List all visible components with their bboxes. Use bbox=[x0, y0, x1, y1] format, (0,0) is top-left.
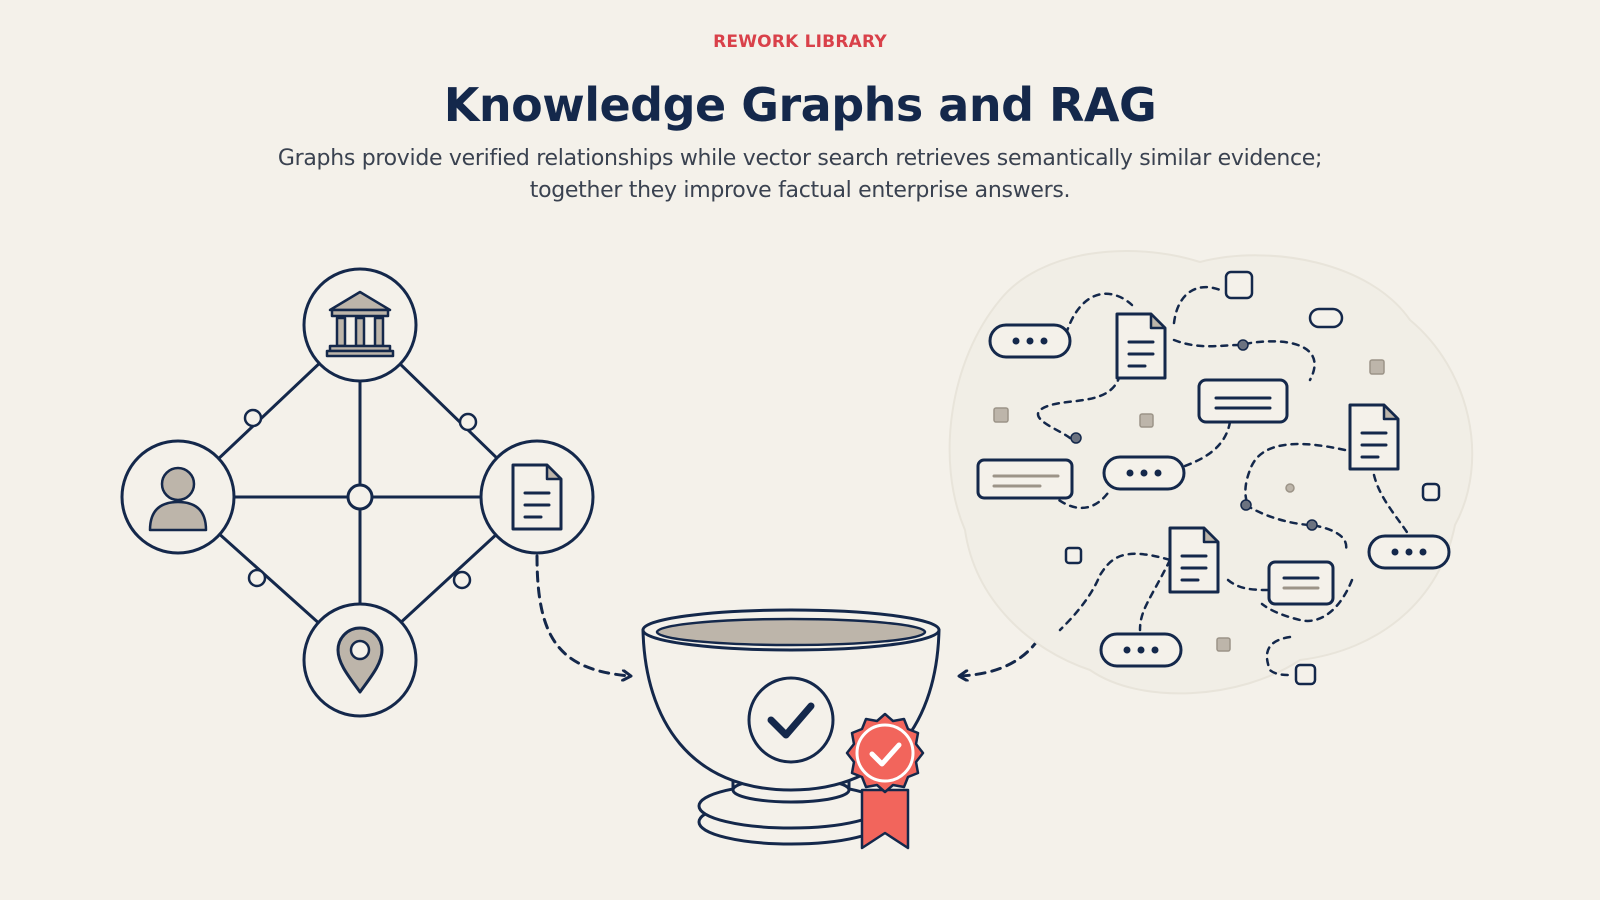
document-icon bbox=[1168, 526, 1220, 594]
institution-icon bbox=[325, 290, 395, 358]
knowledge-graph bbox=[120, 267, 595, 718]
document-icon bbox=[1115, 312, 1167, 380]
page-title: Knowledge Graphs and RAG bbox=[443, 78, 1157, 132]
person-node bbox=[120, 439, 236, 555]
text-snippet-icon bbox=[1267, 560, 1335, 606]
location-pin-icon bbox=[336, 626, 384, 694]
chat-bubble-icon bbox=[988, 323, 1072, 359]
document-icon bbox=[1348, 403, 1400, 471]
vector-to-bowl-arrow bbox=[960, 624, 1048, 676]
graph-edge-node bbox=[452, 570, 472, 590]
graph-edge-node bbox=[243, 408, 263, 428]
subtitle-line-2: together they improve factual enterprise… bbox=[529, 178, 1071, 203]
location-node bbox=[302, 602, 418, 718]
verified-badge-icon bbox=[845, 712, 925, 850]
page-subtitle: Graphs provide verified relationships wh… bbox=[200, 143, 1400, 207]
person-icon bbox=[148, 466, 208, 532]
institution-node bbox=[302, 267, 418, 383]
graph-edge-node bbox=[458, 412, 478, 432]
eyebrow-label: REWORK LIBRARY bbox=[713, 32, 887, 52]
text-snippet-icon bbox=[1197, 378, 1289, 424]
vector-search-cloud bbox=[948, 249, 1474, 695]
chat-bubble-icon bbox=[1102, 455, 1186, 491]
subtitle-line-1: Graphs provide verified relationships wh… bbox=[277, 146, 1323, 171]
chat-bubble-icon bbox=[1099, 632, 1183, 668]
text-snippet-icon bbox=[976, 458, 1074, 500]
document-icon bbox=[511, 463, 563, 531]
document-node bbox=[479, 439, 595, 555]
chat-bubble-icon bbox=[1367, 534, 1451, 570]
graph-center-node bbox=[346, 483, 374, 511]
graph-edge-node bbox=[247, 568, 267, 588]
graph-to-bowl-arrow bbox=[535, 554, 630, 676]
checkmark-icon bbox=[747, 676, 835, 764]
